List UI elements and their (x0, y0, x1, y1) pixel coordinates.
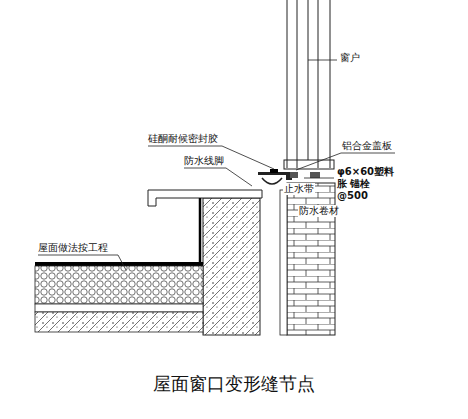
part-name: 屋面做法按工程 (38, 242, 108, 254)
screed (35, 304, 203, 312)
part-name: 硅酮耐候密封胶 (148, 133, 218, 145)
roof-slab (35, 312, 203, 332)
concrete-upstand (203, 198, 260, 335)
membrane-upturn (199, 198, 202, 262)
roof-membrane (35, 262, 203, 266)
part-name: 防水卷材 (298, 205, 340, 217)
window-frame (284, 0, 334, 169)
insulation (35, 266, 203, 304)
part-name: 窗户 (340, 52, 360, 64)
part-name: 止水带 (283, 183, 315, 195)
caption: 屋面窗口变形缝节点 (153, 372, 315, 396)
part-name: φ6×60塑料胀 锚栓@500 (337, 166, 401, 202)
plaster-layer (280, 190, 287, 335)
leader-lines (38, 60, 395, 270)
part-name: 铝合金盖板 (342, 140, 392, 152)
part-name: 防水线脚 (184, 155, 224, 167)
cover-plate (258, 169, 320, 184)
coping-drip (148, 190, 262, 206)
